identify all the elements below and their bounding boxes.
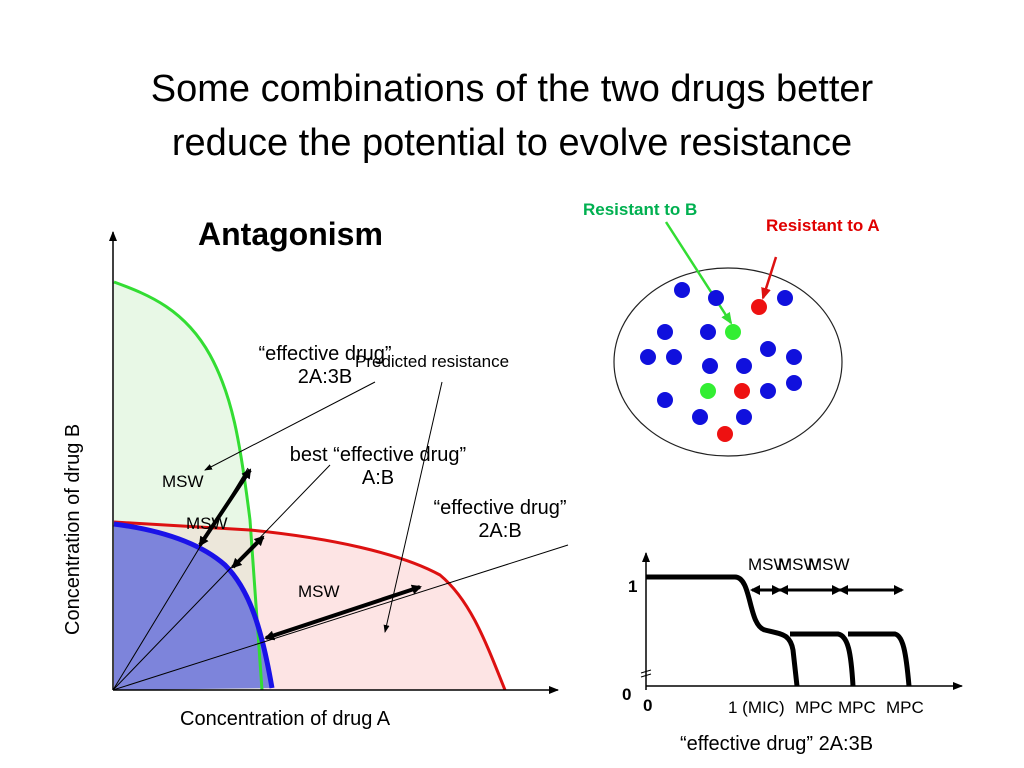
label-best-effective-line1: best “effective drug” bbox=[289, 444, 467, 466]
cell-resistant-a-3 bbox=[717, 426, 733, 442]
inset-curve-1 bbox=[646, 574, 800, 687]
cell-resistant-b bbox=[725, 324, 741, 340]
inset-axis-break bbox=[640, 669, 652, 674]
msw-arrow-left bbox=[198, 468, 252, 547]
label-predicted-resistance: Predicted resistance bbox=[355, 352, 510, 371]
label-effective-2a3b-line2: 2A:3B bbox=[297, 366, 353, 388]
inset-caption: “effective drug” 2A:3B bbox=[680, 733, 874, 755]
inset-x-tick-0: 0 bbox=[643, 696, 653, 715]
population-cells bbox=[640, 282, 802, 425]
label-msw-left: MSW bbox=[162, 472, 204, 491]
label-msw-right: MSW bbox=[298, 582, 340, 601]
cell-resistant-a bbox=[751, 299, 767, 315]
label-best-effective: best “effective drug” A:B bbox=[253, 444, 503, 490]
diagram-subtitle: Antagonism bbox=[198, 216, 383, 252]
blue-curve bbox=[113, 521, 275, 689]
label-resistant-to-b: Resistant to B bbox=[583, 200, 698, 219]
inset-msw-label-1: MSW bbox=[748, 555, 790, 574]
label-best-effective-line2: A:B bbox=[361, 467, 395, 489]
label-effective-2ab-line2: 2A:B bbox=[478, 520, 522, 542]
pointer-2a3b bbox=[204, 381, 376, 471]
inset-msw-label-3: MSW bbox=[808, 555, 850, 574]
inset-x-label-mpc-2: MPC bbox=[838, 698, 876, 717]
slide-title: Some combinations of the two drugs bette… bbox=[0, 62, 1024, 170]
red-curve bbox=[113, 520, 507, 691]
x-axis-label: Concentration of drug A bbox=[180, 708, 391, 730]
ray-ab bbox=[112, 464, 331, 691]
inset-msw-label-2: MSW bbox=[778, 555, 820, 574]
inset-curve-2 bbox=[790, 631, 856, 687]
title-line-1: Some combinations of the two drugs bette… bbox=[150, 68, 874, 110]
inset-y-tick-1: 1 bbox=[628, 577, 638, 596]
label-effective-2a3b-line1: “effective drug” bbox=[258, 343, 392, 365]
inset-x-label-mpc-1: MPC bbox=[795, 698, 833, 717]
label-msw-center: MSW bbox=[186, 514, 228, 533]
label-effective-2ab: “effective drug” 2A:B bbox=[400, 497, 600, 543]
y-axis-label: Concentration of drug B bbox=[62, 423, 84, 635]
inset-y-tick-0: 0 bbox=[622, 685, 632, 704]
msw-arrow-center bbox=[231, 535, 265, 569]
inset-axis-break-2 bbox=[640, 673, 652, 678]
inset-curve-3 bbox=[848, 631, 912, 687]
resistant-a-pointer bbox=[761, 256, 778, 300]
cell-resistant-a-2 bbox=[734, 383, 750, 399]
label-effective-2a3b: “effective drug” 2A:3B bbox=[225, 343, 425, 389]
population-circle bbox=[613, 267, 843, 457]
msw-arrow-right bbox=[264, 584, 422, 641]
title-line-2: reduce the potential to evolve resistanc… bbox=[171, 122, 853, 164]
inset-x-label-mpc-3: MPC bbox=[886, 698, 924, 717]
inset-x-label-mic: 1 (MIC) bbox=[728, 698, 785, 717]
label-effective-2ab-line1: “effective drug” bbox=[433, 497, 567, 519]
cell-resistant-b-2 bbox=[700, 383, 716, 399]
resistant-b-pointer bbox=[664, 221, 733, 325]
label-resistant-to-a: Resistant to A bbox=[766, 216, 880, 235]
